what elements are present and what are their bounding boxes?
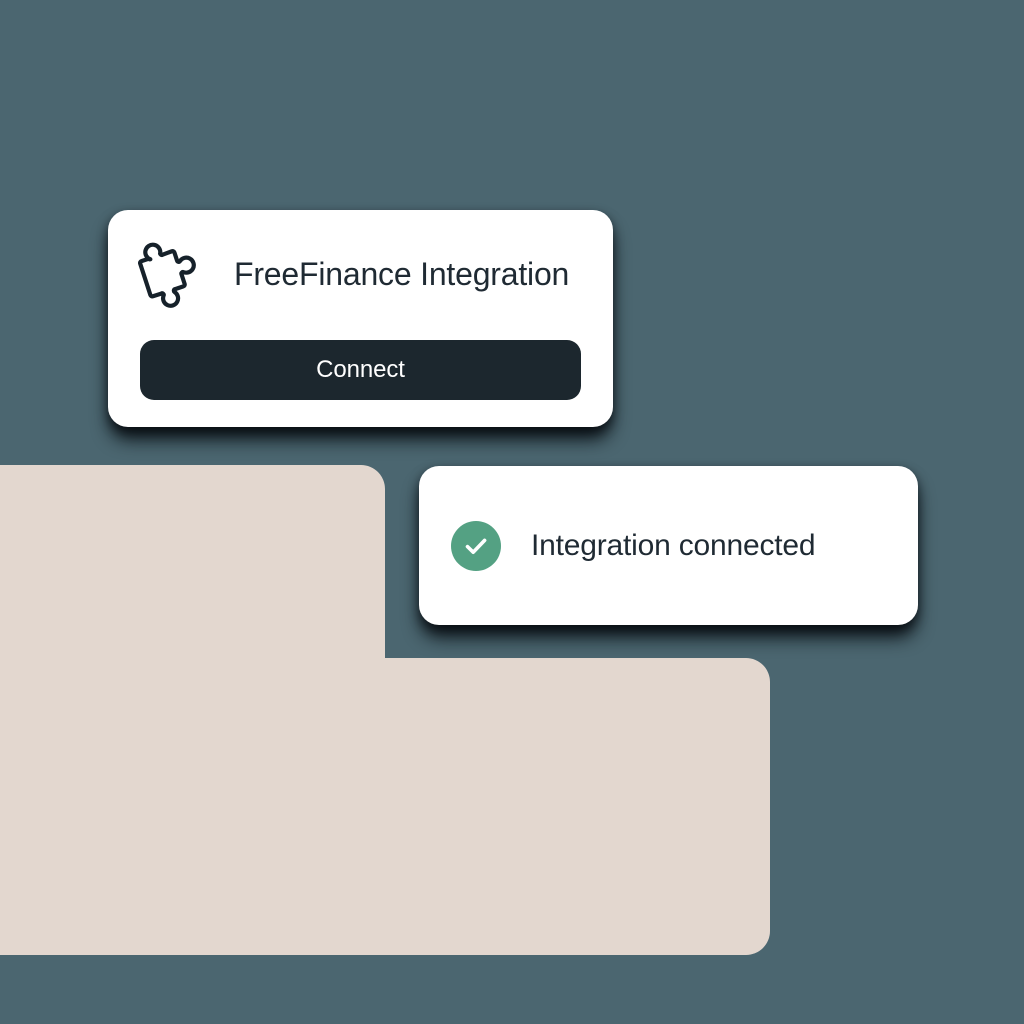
status-card: Integration connected — [419, 466, 918, 625]
status-row: Integration connected — [451, 466, 886, 625]
puzzle-piece-icon — [138, 239, 208, 309]
status-message: Integration connected — [531, 528, 816, 562]
beige-panel-lower — [0, 658, 770, 955]
integration-card-title: FreeFinance Integration — [234, 255, 570, 292]
integration-card-header: FreeFinance Integration — [138, 238, 583, 310]
check-circle-icon — [451, 520, 501, 571]
connect-button[interactable]: Connect — [140, 340, 581, 400]
integration-card: FreeFinance Integration Connect — [108, 210, 613, 427]
